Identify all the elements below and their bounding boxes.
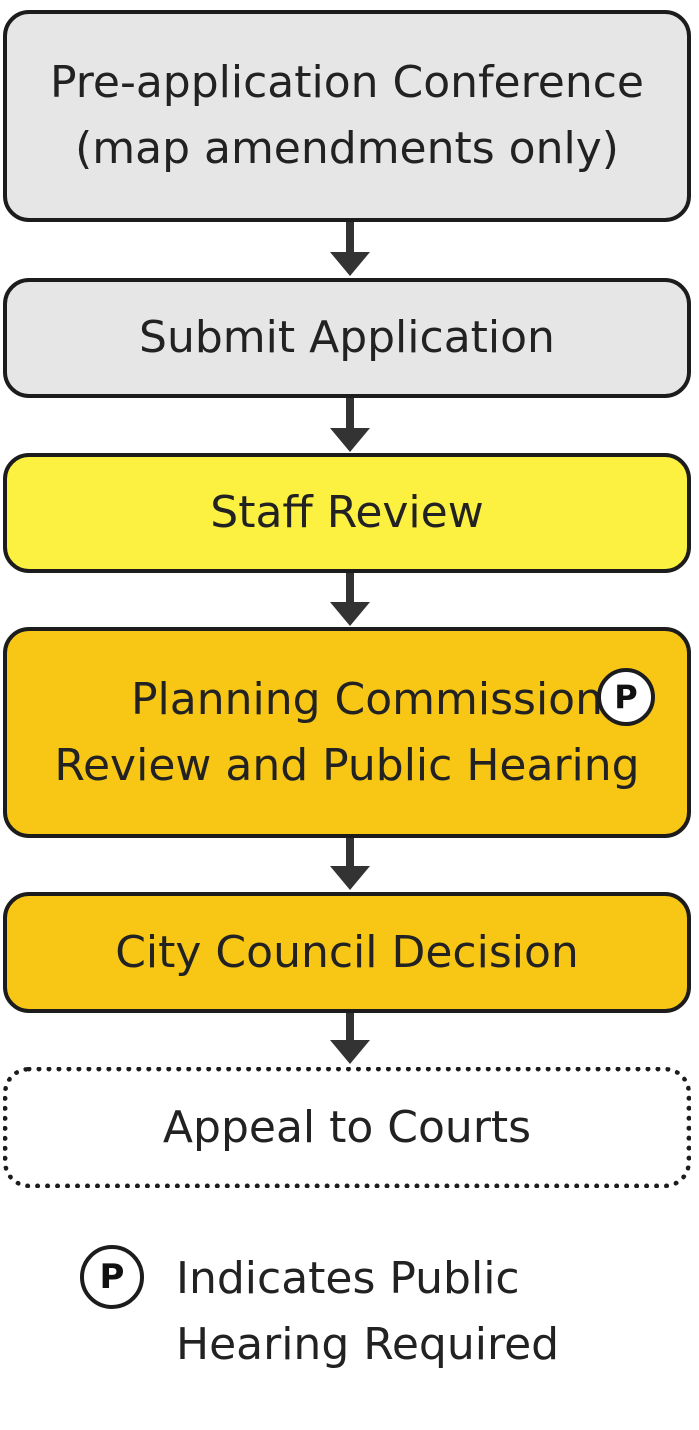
step-label-line: Appeal to Courts — [162, 1101, 532, 1153]
public-hearing-badge-icon: P — [597, 668, 655, 726]
step-label-line: Staff Review — [210, 487, 484, 538]
step-label-line: City Council Decision — [115, 926, 579, 978]
legend-line: Hearing Required — [176, 1319, 560, 1370]
step-submit-application: Submit Application — [3, 278, 691, 398]
step-label-line: Submit Application — [139, 312, 555, 363]
step-label-line: (map amendments only) — [75, 123, 619, 174]
arrow-1 — [330, 222, 370, 276]
arrow-4 — [330, 838, 370, 890]
step-appeal-to-courts: Appeal to Courts — [3, 1067, 691, 1188]
step-label-line: Pre-application Conference — [50, 57, 644, 108]
step-planning-commission: Planning Commission Review and Public He… — [3, 627, 691, 838]
step-pre-application-conference: Pre-application Conference (map amendmen… — [3, 10, 691, 222]
legend-text: Indicates Public Hearing Required — [176, 1246, 559, 1378]
legend-badge-icon: P — [80, 1245, 144, 1309]
step-label-line: Planning Commission — [131, 673, 603, 725]
arrow-2 — [330, 398, 370, 452]
step-staff-review: Staff Review — [3, 453, 691, 573]
arrow-3 — [330, 572, 370, 626]
legend-line: Indicates Public — [176, 1253, 520, 1304]
arrow-5 — [330, 1012, 370, 1064]
step-city-council-decision: City Council Decision — [3, 892, 691, 1013]
step-label-line: Review and Public Hearing — [54, 739, 640, 791]
